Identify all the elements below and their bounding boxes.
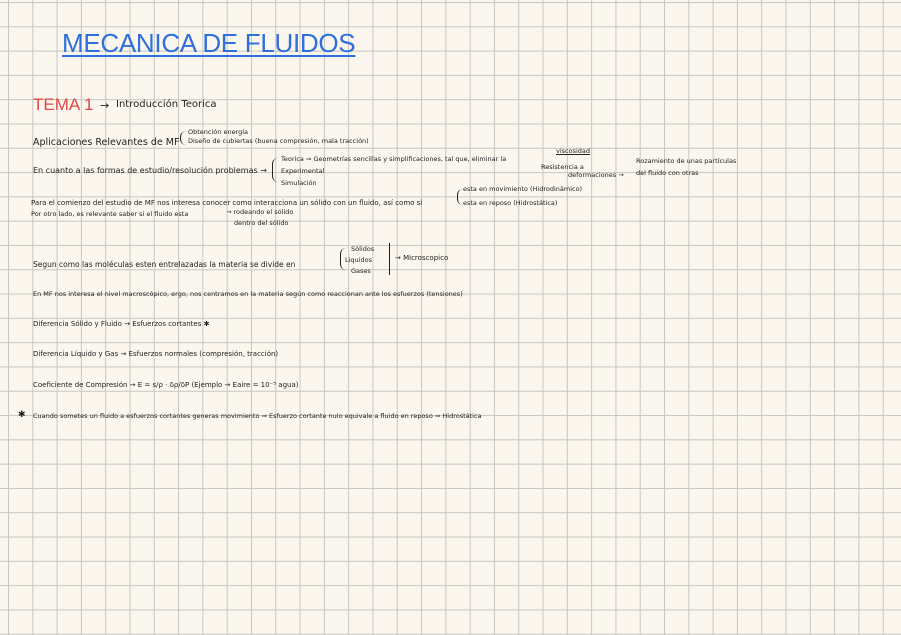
gases-item: Gases — [351, 267, 371, 275]
metodos-brace — [272, 158, 278, 182]
resistencia-line-2: deformaciones → — [568, 171, 624, 179]
tema-subtitle: Introducción Teorica — [116, 99, 217, 110]
aplicaciones-line: Aplicaciones Relevantes de MF — [33, 137, 180, 148]
dentro-line: dentro del sólido — [234, 219, 289, 227]
obtencion-line: Obtención energía — [188, 128, 249, 136]
para-comienzo-line: Para el comienzo del estudio de MF nos i… — [31, 199, 423, 207]
tema-arrow: → — [100, 99, 110, 112]
solidos-item: Sólidos — [351, 245, 375, 253]
tema-label: TEMA 1 — [33, 95, 94, 114]
por-otro-line: Por otro lado, es relevante saber si el … — [31, 210, 189, 218]
coeficiente-line: Coeficiente de Compresión → E = s/ρ · δρ… — [33, 381, 299, 389]
page-title: MECANICA DE FLUIDOS — [62, 28, 356, 58]
star-mark: ✱ — [18, 410, 26, 420]
aplicaciones-brace — [180, 131, 186, 145]
microscopico-line: → Microscopico — [395, 254, 449, 262]
experimental-line: Experimental — [281, 167, 325, 175]
rozamiento-line-2: del fluido con otras — [636, 169, 699, 177]
resistencia-line-1: Resistencia a — [541, 163, 584, 171]
estados-brace — [340, 248, 347, 270]
viscosidad-word: viscosidad — [556, 147, 591, 155]
en-cuanto-line: En cuanto a las formas de estudio/resolu… — [33, 166, 267, 175]
reposo-line: esta en reposo (Hidrostática) — [463, 199, 558, 207]
rodeando-line: → rodeando el sólido — [226, 208, 294, 216]
simulacion-line: Simulación — [281, 179, 317, 187]
diferencia-solido-line: Diferencia Sólido y Fluido → Esfuerzos c… — [33, 320, 210, 328]
teorica-line: Teorica ⇒ Geometrías sencillas y simplif… — [281, 155, 507, 163]
diferencia-liquido-line: Diferencia Líquido y Gas → Esfuerzos nor… — [33, 350, 279, 358]
liquidos-item: Liquidos — [345, 256, 372, 264]
movimiento-line: esta en movimiento (Hidrodinámico) — [463, 185, 583, 193]
segun-line: Segun como las moléculas esten entrelaza… — [33, 260, 296, 269]
estado-brace — [457, 189, 463, 205]
vertical-divider — [389, 243, 390, 275]
rozamiento-line-1: Rozamiento de unas partículas — [636, 157, 737, 165]
diseno-line: Diseño de cubiertas (buena compresión, m… — [188, 137, 369, 145]
en-mf-line: En MF nos interesa el nivel macroscópico… — [33, 290, 463, 298]
cuando-line: Cuando sometes un fluido a esfuerzos cor… — [33, 412, 482, 420]
